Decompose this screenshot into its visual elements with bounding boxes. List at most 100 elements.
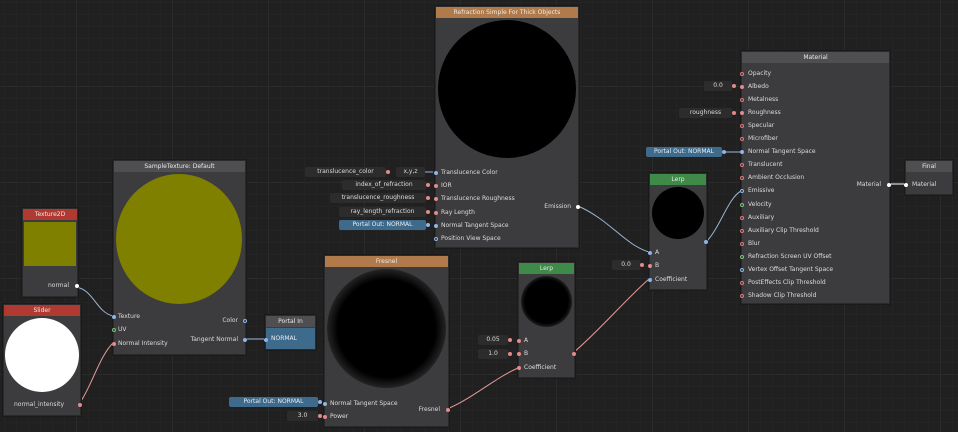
node-title: Material (742, 52, 889, 63)
fresnel-normal-port[interactable] (323, 402, 327, 406)
material-input-port[interactable] (740, 241, 744, 246)
fresnel-power-port[interactable] (323, 415, 327, 419)
material-input-port[interactable] (740, 215, 744, 220)
material-input-port[interactable] (740, 163, 744, 168)
material-input-port[interactable] (740, 176, 744, 181)
tangent-normal-output-port[interactable] (243, 338, 247, 342)
fresnel-portal-out[interactable]: Portal Out: NORMAL (229, 397, 318, 407)
lerp-top-a-port[interactable] (648, 251, 652, 255)
refraction-portal-out[interactable]: Portal Out: NORMAL (339, 220, 426, 230)
sample-texture-node[interactable]: SampleTexture: Default Texture UV Normal… (112, 160, 247, 355)
final-node[interactable]: Final Material (904, 160, 953, 195)
ray-length-field[interactable]: ray_length_refraction (339, 207, 426, 217)
material-input-port[interactable] (740, 228, 744, 233)
slider-node[interactable]: Slider normal_intensity (3, 304, 82, 416)
material-input-port[interactable] (740, 137, 744, 142)
material-input-port[interactable] (740, 98, 744, 103)
roughness-value-port[interactable] (732, 111, 736, 115)
normal-intensity-output-port[interactable] (78, 403, 82, 407)
refraction-portal-port[interactable] (426, 223, 430, 227)
translucence-roughness-port[interactable] (434, 197, 438, 201)
normal-intensity-input-port[interactable] (112, 342, 116, 346)
roughness-field[interactable]: translucence_roughness (330, 193, 426, 203)
texture-input-port[interactable] (112, 315, 116, 319)
material-input-port[interactable] (740, 280, 744, 285)
roughness-field-port[interactable] (426, 196, 430, 200)
roughness-value-field[interactable]: roughness (679, 108, 732, 118)
lerp-top-b-field-port[interactable] (640, 263, 644, 267)
texture2d-node[interactable]: Texture2D normal (22, 208, 79, 297)
translucence-color-field-port[interactable] (386, 170, 390, 174)
wire-normal-to-texture (75, 286, 114, 317)
material-input-label: Ambient Occlusion (748, 174, 805, 182)
lerp-top-output-port[interactable] (704, 240, 708, 244)
albedo-field-port[interactable] (732, 84, 736, 88)
material-input-port[interactable] (740, 202, 744, 207)
material-input-label: Opacity (748, 70, 772, 77)
node-title: Portal In (266, 316, 315, 327)
lerp-top-b-port[interactable] (648, 264, 652, 268)
normal-tangent-space-port[interactable] (434, 224, 438, 228)
lerp-small-node[interactable]: Lerp A B Coefficient (517, 262, 576, 378)
node-title: SampleTexture: Default (114, 161, 245, 172)
lerp-small-a-field-port[interactable] (508, 338, 512, 342)
portal-in-value[interactable]: NORMAL (266, 328, 315, 349)
color-output-port[interactable] (243, 319, 247, 323)
fresnel-output-port[interactable] (446, 408, 450, 412)
material-input-label: Auxiliary Clip Threshold (748, 226, 819, 234)
power-field-port[interactable] (318, 414, 322, 418)
portal-in-input-port[interactable] (264, 338, 268, 342)
material-output-port[interactable] (887, 183, 891, 187)
lerp-small-a-field[interactable]: 0.05 (478, 335, 508, 345)
translucence-color-port[interactable] (434, 171, 438, 175)
material-input-port[interactable] (740, 111, 744, 116)
ior-field-port[interactable] (426, 183, 430, 187)
position-view-space-port[interactable] (434, 237, 438, 241)
material-portal-port[interactable] (722, 150, 726, 154)
portal-in-node[interactable]: Portal In NORMAL (264, 315, 316, 350)
ray-length-label: Ray Length (441, 209, 475, 216)
xyz-swizzle[interactable]: x,y,z (396, 167, 425, 177)
normal-output-port[interactable] (75, 284, 79, 288)
node-title: Slider (4, 305, 80, 316)
position-view-space-label: Position View Space (441, 235, 501, 242)
ior-field[interactable]: index_of_refraction (342, 180, 426, 190)
lerp-small-coefficient-label: Coefficient (524, 364, 557, 371)
node-title: Refraction Simple For Thick Objects (436, 7, 578, 18)
lerp-small-b-port[interactable] (517, 352, 521, 356)
albedo-field[interactable]: 0.0 (704, 81, 732, 91)
wire-emission-to-lerp-a (577, 205, 650, 253)
refraction-node[interactable]: Refraction Simple For Thick Objects Tran… (434, 6, 580, 248)
node-title: Final (906, 161, 952, 172)
lerp-top-node[interactable]: Lerp A B Coefficient (648, 173, 708, 290)
material-input-port[interactable] (740, 254, 744, 259)
lerp-small-a-port[interactable] (517, 339, 521, 343)
lerp-top-coefficient-port[interactable] (648, 278, 652, 282)
lerp-small-output-port[interactable] (572, 352, 576, 356)
final-input-port[interactable] (904, 183, 908, 187)
ray-length-field-port[interactable] (426, 210, 430, 214)
node-title: Lerp (650, 174, 706, 185)
material-input-port[interactable] (740, 150, 744, 155)
material-input-port[interactable] (740, 124, 744, 129)
ior-port[interactable] (434, 184, 438, 188)
material-input-port[interactable] (740, 293, 744, 298)
ray-length-port[interactable] (434, 211, 438, 215)
translucence-color-field[interactable]: translucence_color (305, 167, 386, 177)
uv-input-port[interactable] (112, 328, 116, 332)
emission-output-port[interactable] (576, 205, 580, 209)
material-portal-out[interactable]: Portal Out: NORMAL (646, 147, 722, 157)
material-input-port[interactable] (740, 189, 744, 194)
fresnel-node[interactable]: Fresnel Normal Tangent Space Power Fresn… (323, 255, 450, 427)
material-input-port[interactable] (740, 72, 744, 76)
lerp-small-b-field[interactable]: 1.0 (478, 349, 508, 359)
fresnel-portal-port[interactable] (318, 400, 322, 404)
lerp-top-b-field[interactable]: 0.0 (612, 260, 640, 270)
material-input-port[interactable] (740, 85, 744, 90)
lerp-small-b-field-port[interactable] (508, 352, 512, 356)
lerp-small-coefficient-port[interactable] (517, 366, 521, 370)
material-input-port[interactable] (740, 267, 744, 272)
node-title: Texture2D (23, 209, 77, 220)
power-field[interactable]: 3.0 (287, 411, 318, 421)
